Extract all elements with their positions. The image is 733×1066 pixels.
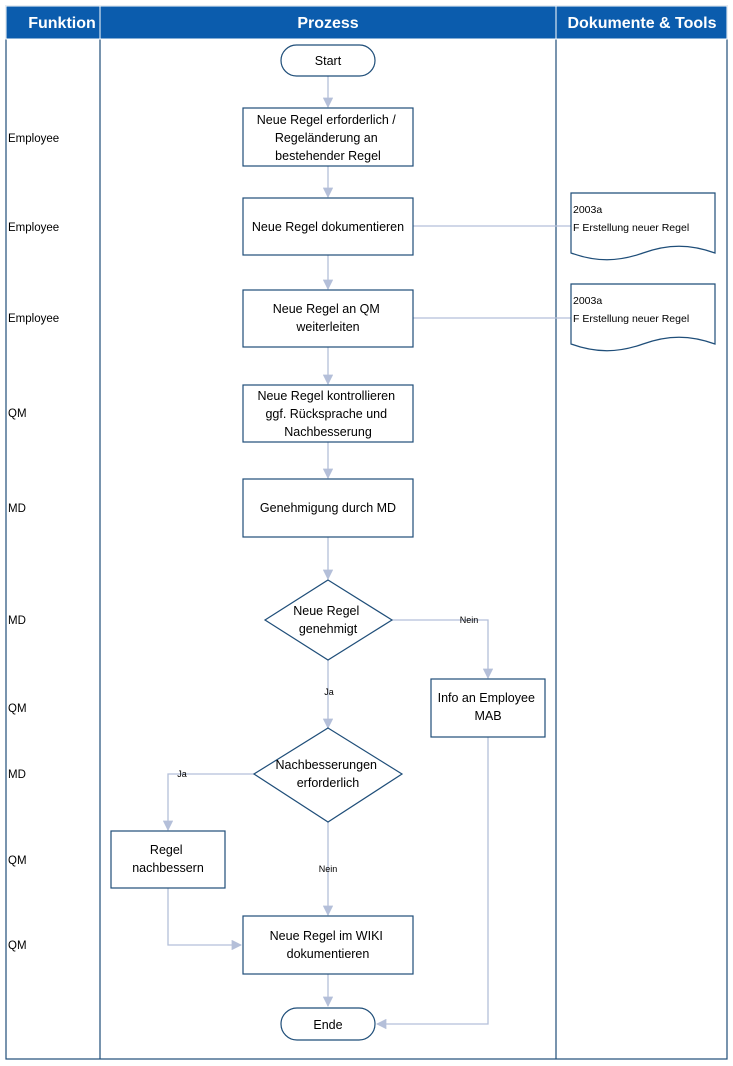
edge-label-ja: Ja bbox=[177, 769, 187, 779]
header-documents: Dokumente & Tools bbox=[567, 15, 716, 32]
process-step-inform-employee[interactable] bbox=[430, 678, 546, 738]
start-label: Start bbox=[315, 54, 342, 68]
process-step-rule-needed-label: Neue Regel erforderlich / Regeländerung … bbox=[257, 113, 399, 163]
process-step-forward-to-qm-label: Neue Regel an QM weiterleiten bbox=[273, 302, 384, 334]
function-label: QM bbox=[8, 408, 27, 420]
end-label: Ende bbox=[313, 1018, 342, 1032]
function-label: QM bbox=[8, 855, 27, 867]
edge-label-nein: Nein bbox=[460, 615, 479, 625]
header-function-bg bbox=[5, 5, 101, 40]
function-label: Employee bbox=[8, 313, 59, 325]
edge-label-ja: Ja bbox=[324, 687, 334, 697]
header-documents-bg bbox=[555, 5, 728, 40]
edge-label-nein: Nein bbox=[319, 864, 338, 874]
process-step-improve-rule-label: Regel nachbessern bbox=[132, 843, 204, 875]
function-label: MD bbox=[8, 769, 26, 781]
decision-rule-approved-label: Neue Regel genehmigt bbox=[293, 604, 363, 636]
process-step-forward-to-qm[interactable] bbox=[242, 289, 414, 348]
process-step-review-rule-label: Neue Regel kontrollieren ggf. Rücksprach… bbox=[257, 389, 398, 439]
connectors bbox=[162, 76, 571, 1030]
process-step-document-in-wiki[interactable] bbox=[242, 915, 414, 975]
process-step-md-approval-label: Genehmigung durch MD bbox=[260, 501, 396, 515]
function-label: QM bbox=[8, 703, 27, 715]
end-terminator[interactable] bbox=[280, 1007, 376, 1041]
decision-improvements-needed-label: Nachbesserungen erforderlich bbox=[276, 758, 381, 790]
process-step-document-rule[interactable] bbox=[242, 197, 414, 256]
process-step-improve-rule[interactable] bbox=[110, 830, 226, 889]
header-function: Funktion bbox=[28, 15, 96, 32]
document-form-icon[interactable] bbox=[570, 192, 716, 261]
connector-decision2-fix bbox=[162, 773, 254, 832]
document-form-icon[interactable] bbox=[570, 283, 716, 352]
function-label: Employee bbox=[8, 133, 59, 145]
process-step-rule-needed[interactable] bbox=[242, 107, 414, 167]
function-label: Employee bbox=[8, 222, 59, 234]
function-label: QM bbox=[8, 940, 27, 952]
function-label: MD bbox=[8, 615, 26, 627]
decision-rule-approved[interactable] bbox=[263, 579, 394, 661]
decision-improvements-needed[interactable] bbox=[252, 727, 404, 823]
connector-fix-wiki bbox=[167, 888, 243, 951]
connector-decision1-info bbox=[392, 619, 494, 680]
function-label: MD bbox=[8, 503, 26, 515]
start-terminator[interactable] bbox=[280, 44, 376, 77]
process-step-document-in-wiki-label: Neue Regel im WIKI dokumentieren bbox=[270, 929, 387, 961]
process-step-inform-employee-label: Info an Employee MAB bbox=[438, 691, 539, 723]
document-label: 2003a F Erstellung neuer Regel bbox=[573, 295, 689, 325]
process-step-review-rule[interactable] bbox=[242, 384, 414, 443]
connector-info-end bbox=[375, 737, 489, 1030]
process-step-document-rule-label: Neue Regel dokumentieren bbox=[252, 220, 404, 234]
process-step-md-approval[interactable] bbox=[242, 478, 414, 538]
document-label: 2003a F Erstellung neuer Regel bbox=[573, 204, 689, 234]
header-process: Prozess bbox=[297, 15, 358, 32]
